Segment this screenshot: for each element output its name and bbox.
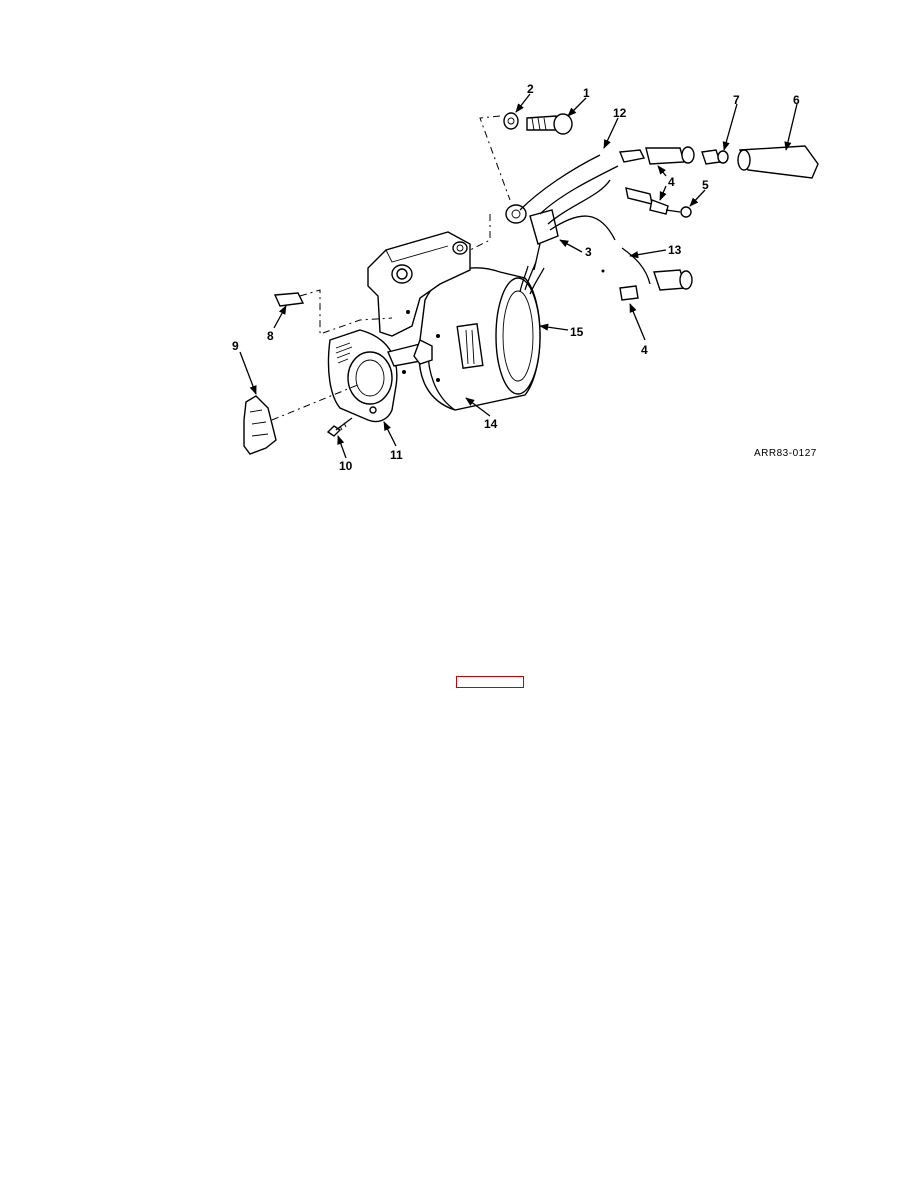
bolt-and-washer bbox=[479, 112, 573, 201]
callout-13: 13 bbox=[668, 243, 682, 257]
callout-6: 6 bbox=[793, 93, 800, 107]
callout-4-upper: 4 bbox=[668, 175, 675, 189]
stamp-box bbox=[456, 676, 524, 688]
callout-7: 7 bbox=[733, 93, 740, 107]
callout-4-lower: 4 bbox=[641, 343, 648, 357]
label-plate bbox=[273, 289, 393, 335]
connectors bbox=[601, 145, 819, 301]
callout-15: 15 bbox=[570, 325, 584, 339]
mounting-bracket bbox=[367, 231, 471, 337]
motor-housing bbox=[418, 261, 545, 411]
callout-9: 9 bbox=[232, 339, 239, 353]
callout-1: 1 bbox=[583, 86, 590, 100]
callout-5: 5 bbox=[702, 178, 709, 192]
screw bbox=[326, 417, 353, 437]
callout-leaders bbox=[239, 93, 798, 459]
callout-2: 2 bbox=[527, 82, 534, 96]
callout-3: 3 bbox=[585, 245, 592, 259]
shaft-nut bbox=[387, 339, 433, 367]
callout-8: 8 bbox=[267, 329, 274, 343]
cable-clamp bbox=[469, 154, 619, 271]
figure-id: ARR83-0127 bbox=[754, 448, 817, 459]
flange-plate bbox=[327, 310, 440, 423]
knob bbox=[243, 383, 361, 455]
callout-10: 10 bbox=[339, 459, 353, 473]
callout-14: 14 bbox=[484, 417, 498, 431]
callout-11: 11 bbox=[390, 448, 403, 462]
callout-12: 12 bbox=[613, 106, 627, 120]
